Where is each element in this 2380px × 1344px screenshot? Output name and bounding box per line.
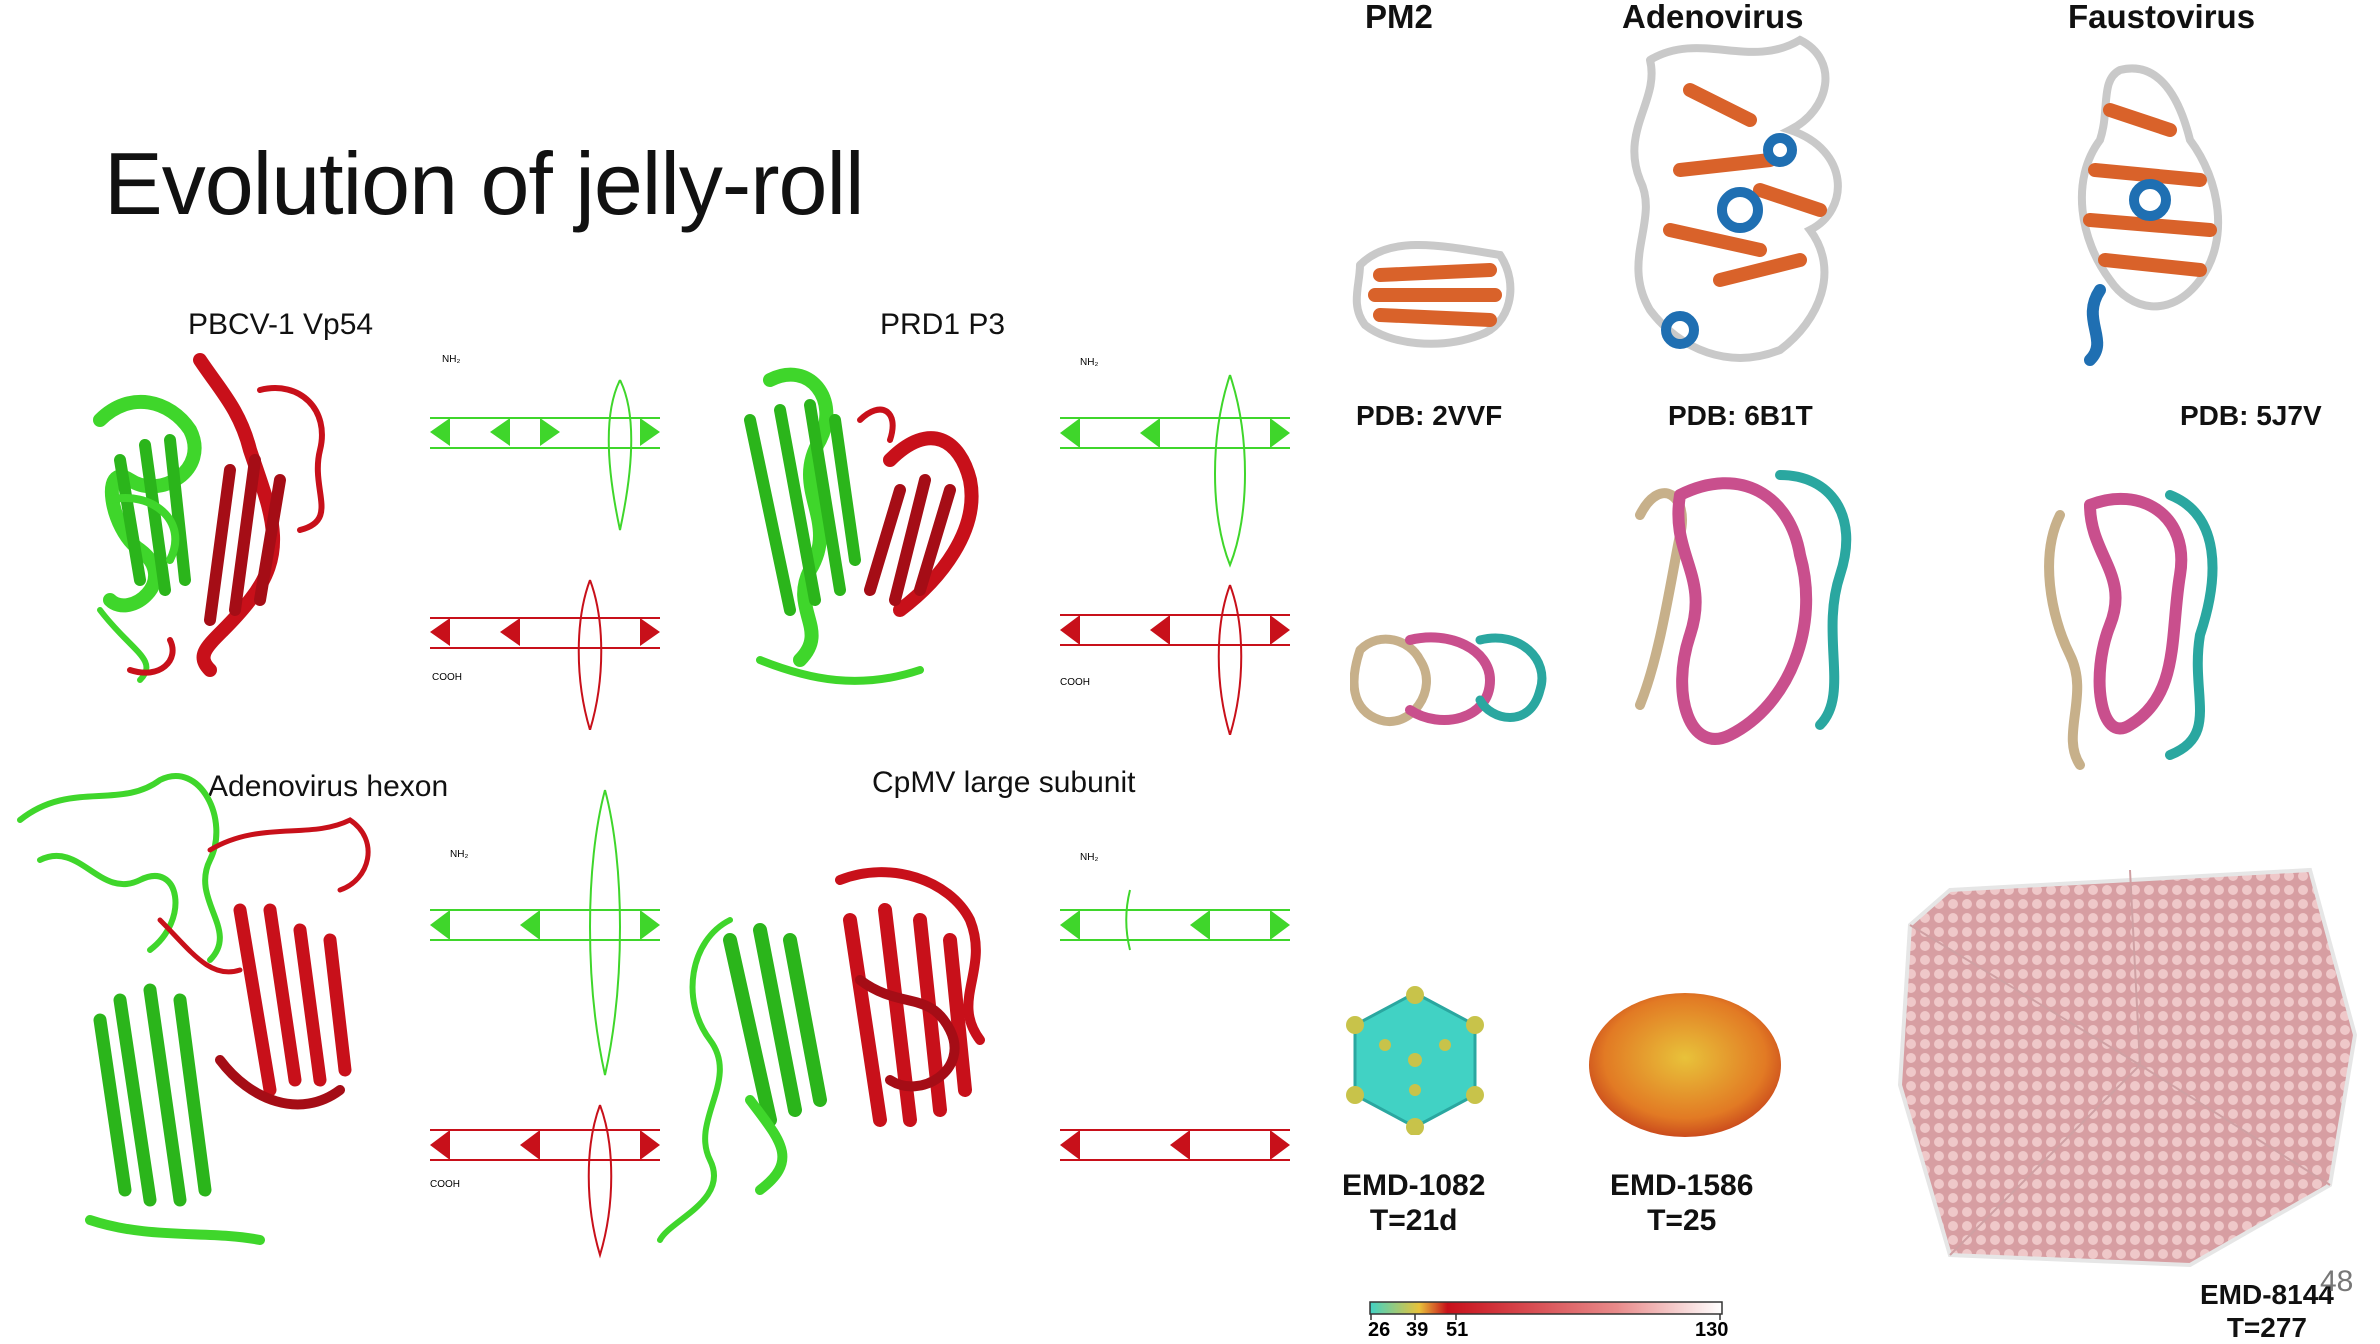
colorbar-tick-51: 51 bbox=[1446, 1319, 1468, 1338]
prd1-ribbon-structure bbox=[744, 367, 979, 685]
nh2-label: NH₂ bbox=[442, 354, 460, 365]
page-number: 48 bbox=[2320, 1265, 2354, 1298]
pm2-header: PM2 bbox=[1365, 0, 1433, 35]
emd-1082-capsid bbox=[1346, 986, 1484, 1135]
pbcv-ribbon-structure bbox=[93, 353, 325, 683]
pdb-6b1t-label: PDB: 6B1T bbox=[1668, 400, 1813, 431]
cooh-label: COOH bbox=[1060, 677, 1090, 688]
colorbar-tick-39: 39 bbox=[1406, 1319, 1428, 1338]
adenovirus-topology-diagrams: NH₂ COOH bbox=[430, 789, 660, 1259]
pbcv-label: PBCV-1 Vp54 bbox=[188, 308, 374, 341]
pdb-2vvf-label: PDB: 2VVF bbox=[1356, 400, 1503, 431]
pm2-monomer-structure bbox=[1352, 241, 1515, 348]
cooh-label: COOH bbox=[432, 672, 462, 683]
adenovirus-trimer-structure bbox=[1635, 470, 1852, 745]
cpmv-topology-diagrams: NH₂ COOH bbox=[1060, 852, 1290, 1161]
emd-1586-label: EMD-1586 T=25 bbox=[1610, 1168, 1753, 1239]
emd-1586-triangulation: T=25 bbox=[1647, 1204, 1717, 1238]
faustovirus-header: Faustovirus bbox=[2068, 0, 2256, 35]
emd-1586-id: EMD-1586 bbox=[1610, 1169, 1754, 1202]
emd-1082-id: EMD-1082 bbox=[1342, 1169, 1486, 1202]
colorbar-tick-130: 130 bbox=[1695, 1319, 1728, 1338]
nh2-label: NH₂ bbox=[1080, 852, 1098, 863]
faustovirus-monomer-structure bbox=[2077, 64, 2223, 366]
emd-8144-capsid bbox=[1897, 867, 2358, 1268]
adenovirus-monomer-structure bbox=[1630, 35, 1842, 362]
cooh-label: COOH bbox=[430, 1179, 460, 1190]
emd-1082-triangulation: T=21d bbox=[1369, 1204, 1458, 1238]
prd1-topology-diagrams: NH₂ COOH bbox=[1060, 357, 1290, 735]
color-scale-bar: 26 39 51 130 bbox=[1368, 1301, 1728, 1338]
emd-1082-label: EMD-1082 T=21d bbox=[1342, 1168, 1485, 1239]
cpmv-ribbon-structure bbox=[657, 867, 985, 1243]
pbcv-topology-diagrams: NH₂ COOH bbox=[430, 354, 660, 730]
adenovirus-hexon-label: Adenovirus hexon bbox=[208, 770, 449, 803]
adenovirus-hexon-ribbon-structure bbox=[17, 773, 371, 1245]
cpmv-label: CpMV large subunit bbox=[872, 766, 1136, 799]
emd-1586-capsid bbox=[1589, 993, 1781, 1137]
emd-8144-id: EMD-8144 bbox=[2200, 1279, 2334, 1310]
nh2-label: NH₂ bbox=[1080, 357, 1098, 368]
faustovirus-trimer-structure bbox=[2044, 490, 2218, 770]
pm2-trimer-structure bbox=[1350, 632, 1547, 727]
adenovirus-header: Adenovirus bbox=[1622, 0, 1804, 35]
emd-8144-label: EMD-8144 T=277 bbox=[2200, 1278, 2334, 1344]
emd-8144-triangulation: T=277 bbox=[2226, 1312, 2307, 1344]
colorbar-tick-26: 26 bbox=[1368, 1319, 1390, 1338]
pdb-5j7v-label: PDB: 5J7V bbox=[2180, 400, 2322, 431]
slide-title: Evolution of jelly-roll bbox=[104, 134, 865, 233]
prd1-label: PRD1 P3 bbox=[880, 308, 1006, 341]
nh2-label: NH₂ bbox=[450, 849, 468, 860]
